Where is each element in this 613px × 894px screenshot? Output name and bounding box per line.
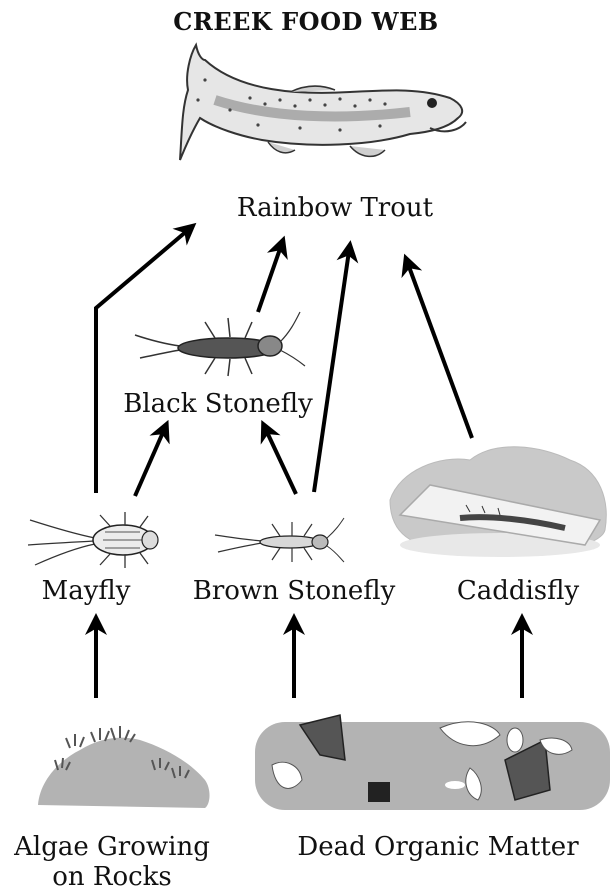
rainbow-trout-illustration [180, 45, 466, 160]
dead-organic-matter-illustration [255, 715, 610, 810]
algae-label-line2: on Rocks [52, 862, 172, 892]
mayfly-illustration [28, 512, 158, 568]
black-stonefly-label: Black Stonefly [123, 389, 313, 419]
algae-label-line1: Algae Growing [14, 832, 210, 862]
brown-stonefly-label: Brown Stonefly [193, 576, 396, 606]
black-stonefly-illustration [135, 312, 305, 376]
caddisfly-label: Caddisfly [457, 576, 579, 606]
diagram-title: CREEK FOOD WEB [173, 7, 438, 36]
arrow-mayfly-to-rainbow-trout [96, 230, 188, 493]
arrow-mayfly-to-black-stonefly [135, 430, 164, 496]
mayfly-label: Mayfly [42, 576, 131, 606]
caddisfly-illustration [390, 447, 606, 557]
arrow-caddisfly-to-rainbow-trout [408, 264, 472, 438]
dead-organic-matter-label: Dead Organic Matter [297, 832, 578, 862]
rainbow-trout-label: Rainbow Trout [237, 193, 433, 223]
arrow-brown-stonefly-to-black-stonefly [266, 430, 296, 494]
arrow-brown-stonefly-to-rainbow-trout [314, 251, 349, 492]
arrow-black-stonefly-to-rainbow-trout [258, 246, 281, 312]
brown-stonefly-illustration [215, 518, 344, 562]
algae-on-rocks-illustration [38, 726, 210, 808]
